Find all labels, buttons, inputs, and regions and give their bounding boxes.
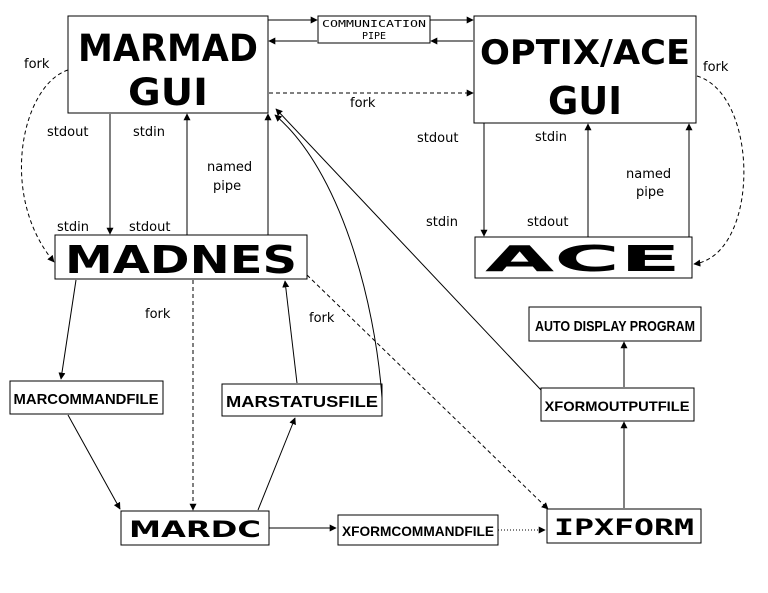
label-named-optix: named: [626, 167, 671, 182]
mardc-node: MARDC: [120, 510, 270, 546]
optix-gui-title: OPTIX/ACE: [480, 33, 690, 73]
label-pipe-marmad: pipe: [213, 179, 241, 194]
auto-display-program-label: AUTO DISPLAY PROGRAM: [535, 318, 695, 335]
label-fork-marmad-to-optix: fork: [350, 96, 376, 111]
marstatusfile-node: MARSTATUSFILE: [221, 383, 383, 417]
arrow-marstatusfile-to-marmad: [274, 114, 383, 399]
label-stdin-madnes: stdin: [57, 220, 89, 235]
communication-pipe-label-2: PIPE: [362, 31, 386, 42]
label-stdin-optix: stdin: [535, 130, 567, 145]
xformoutputfile-node: XFORMOUTPUTFILE: [540, 387, 695, 422]
label-fork-marmad-left: fork: [24, 57, 50, 72]
xformoutputfile-label: XFORMOUTPUTFILE: [545, 398, 690, 414]
madnes-node: MADNES: [54, 234, 308, 282]
arrow-mardc-to-marstatusfile: [257, 417, 296, 511]
marmad-gui-title: MARMAD: [78, 27, 258, 70]
marcommandfile-node: MARCOMMANDFILE: [9, 380, 164, 415]
label-stdout-optix: stdout: [417, 131, 458, 146]
label-named-marmad: named: [207, 160, 252, 175]
label-stdin-ace: stdin: [426, 215, 458, 230]
label-stdout-madnes: stdout: [129, 220, 170, 235]
marmad-gui-node: MARMAD GUI: [67, 15, 269, 114]
communication-pipe-node: COMMUNICATION PIPE: [317, 15, 431, 44]
communication-pipe-label-1: COMMUNICATION: [322, 19, 426, 30]
label-stdout-marmad: stdout: [47, 125, 88, 140]
xformcommandfile-node: XFORMCOMMANDFILE: [337, 514, 499, 546]
marcommandfile-label: MARCOMMANDFILE: [14, 391, 159, 408]
label-fork-madnes-to-mardc: fork: [145, 307, 171, 322]
mardc-label: MARDC: [129, 518, 261, 543]
label-stdin-marmad: stdin: [133, 125, 165, 140]
ace-label: ACE: [485, 239, 681, 280]
xformcommandfile-label: XFORMCOMMANDFILE: [342, 523, 494, 539]
arrow-fork-marmad-to-madnes: [21, 69, 69, 263]
auto-display-program-node: AUTO DISPLAY PROGRAM: [528, 306, 702, 342]
marmad-gui-subtitle: GUI: [128, 71, 208, 114]
optix-gui-node: OPTIX/ACE GUI: [473, 15, 697, 124]
optix-gui-subtitle: GUI: [548, 79, 622, 123]
arrow-madnes-to-marcommandfile: [58, 279, 77, 380]
label-stdout-ace: stdout: [527, 215, 568, 230]
madnes-label: MADNES: [65, 238, 297, 282]
label-fork-optix-right: fork: [703, 60, 729, 75]
arrow-marcommandfile-to-mardc: [67, 414, 121, 510]
arrow-xformoutputfile-to-marmad: [275, 108, 542, 391]
label-pipe-optix: pipe: [636, 185, 664, 200]
arrow-fork-optix-to-ace: [693, 75, 745, 267]
arrow-marstatusfile-to-madnes: [282, 280, 298, 384]
ipxform-node: IPXFORM: [546, 508, 702, 544]
ace-node: ACE: [474, 236, 693, 280]
label-fork-madnes-to-ipxform: fork: [309, 311, 335, 326]
marstatusfile-label: MARSTATUSFILE: [226, 394, 378, 411]
ipxform-label: IPXFORM: [554, 516, 694, 541]
